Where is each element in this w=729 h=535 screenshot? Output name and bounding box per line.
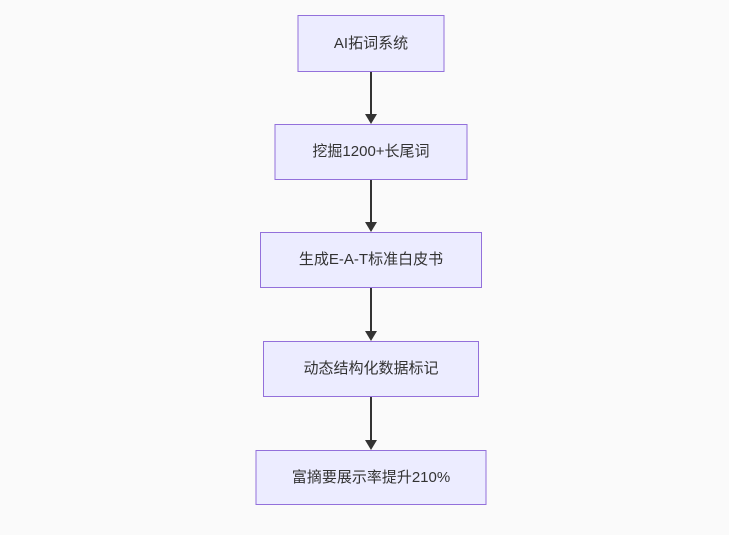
arrow-line — [370, 180, 372, 222]
flow-arrow-2 — [365, 180, 377, 232]
arrow-line — [370, 288, 372, 331]
arrow-head-icon — [365, 440, 377, 450]
arrow-head-icon — [365, 331, 377, 341]
flow-node-structured-data: 动态结构化数据标记 — [263, 341, 479, 397]
arrow-head-icon — [365, 114, 377, 124]
arrow-head-icon — [365, 222, 377, 232]
arrow-line — [370, 397, 372, 440]
arrow-line — [370, 72, 372, 114]
flow-node-label: 动态结构化数据标记 — [303, 360, 439, 378]
flow-arrow-1 — [365, 72, 377, 124]
flow-node-label: 挖掘1200+长尾词 — [312, 143, 430, 161]
flow-node-ai-word-system: AI拓词系统 — [297, 15, 445, 72]
flow-node-label: AI拓词系统 — [333, 34, 409, 52]
flow-node-label: 生成E-A-T标准白皮书 — [298, 251, 444, 269]
flow-arrow-3 — [365, 288, 377, 341]
flow-arrow-4 — [365, 397, 377, 450]
flow-node-longtail-keywords: 挖掘1200+长尾词 — [274, 124, 468, 180]
flow-node-rich-snippet-rate: 富摘要展示率提升210% — [255, 450, 487, 505]
flow-node-eat-whitepaper: 生成E-A-T标准白皮书 — [260, 232, 482, 288]
flow-node-label: 富摘要展示率提升210% — [291, 468, 451, 486]
